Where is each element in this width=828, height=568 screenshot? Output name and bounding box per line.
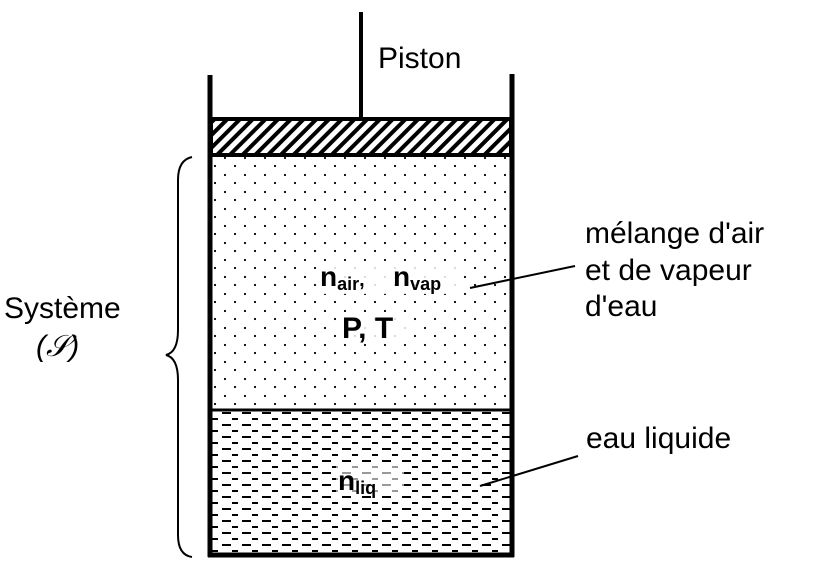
piston[interactable] (209, 117, 513, 157)
gas-quantities: nair, nvap P, T (318, 261, 458, 345)
mixture-pointer-line (469, 265, 576, 289)
mixture-label-line1: mélange d'air (585, 217, 764, 250)
system-symbol: (𝒮) (36, 330, 79, 363)
mixture-label-line3: d'eau (585, 290, 657, 323)
n-vap-symbol: nvap (393, 261, 441, 294)
system-label: Système (4, 292, 121, 325)
liquid-pointer-line (479, 455, 579, 487)
n-liq-symbol: nliq (338, 465, 376, 498)
system-brace (165, 156, 193, 558)
liquid-quantity: nliq (336, 465, 404, 498)
piston-label: Piston (378, 42, 461, 75)
mixture-label-line2: et de vapeur (585, 254, 752, 287)
pressure-temperature-symbols: P, T (342, 312, 393, 345)
n-air-symbol: nair, (320, 261, 365, 294)
liquid-label: eau liquide (586, 422, 731, 455)
